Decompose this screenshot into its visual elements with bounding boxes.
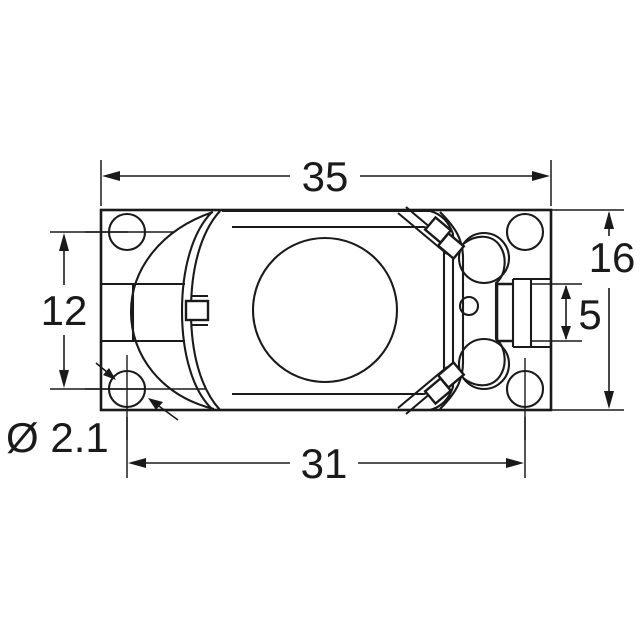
right-lower-boss-hole [457, 337, 511, 391]
arrow-right [532, 171, 550, 181]
mounting-hole-bottom-right [505, 369, 545, 409]
clamp-ring-right-outer [439, 211, 465, 410]
leader-arrow-upper [103, 368, 116, 380]
left-latch-block-group [184, 294, 210, 327]
dimension-tab-height: 5 [530, 283, 602, 342]
arrow-right [506, 458, 524, 468]
body-outer-rectangle [99, 208, 553, 412]
arrow-bottom [604, 391, 614, 409]
dim-label-12: 12 [41, 287, 88, 334]
clamp-ring-outer [180, 210, 465, 411]
dimension-overall-height: 16 [551, 209, 636, 411]
dimension-overall-width: 35 [100, 153, 552, 206]
right-boss-cluster [457, 231, 511, 391]
clamp-ring-left-outer [180, 211, 213, 410]
dim-label-16: 16 [589, 234, 636, 281]
lower-latch-block-2 [436, 360, 466, 390]
upper-right-latch-group [397, 206, 466, 261]
mounting-hole-top-right [505, 212, 545, 252]
diameter-leader-group: Ø 2.1 [6, 362, 179, 461]
upper-latch-block-2 [436, 231, 466, 261]
dimension-hole-pitch-vertical: 12 [41, 231, 145, 390]
dim-label-5: 5 [578, 291, 601, 338]
arrow-left [128, 458, 146, 468]
right-upper-boss-hole [457, 231, 511, 285]
arrow-bottom [59, 370, 69, 388]
arrow-top [604, 211, 614, 229]
arrow-top [59, 233, 69, 251]
arrow-top [561, 285, 571, 299]
dim-label-31: 31 [301, 440, 348, 487]
arrow-bottom [561, 326, 571, 340]
dimension-hole-pitch-horizontal: 31 [126, 417, 526, 487]
center-bore-circle [251, 236, 399, 384]
right-side-tab-group [495, 277, 551, 349]
leader-arrow-lower [148, 398, 163, 410]
inner-housing-inner-outline [232, 225, 446, 396]
mounting-hole-top-left [107, 212, 147, 252]
small-pin-hole [458, 295, 480, 317]
mounting-hole-bottom-left [107, 369, 147, 409]
lower-right-latch-group [397, 360, 466, 415]
left-notch-group [101, 282, 185, 343]
left-latch-block [184, 299, 210, 322]
arrow-left [102, 171, 120, 181]
right-arm-outline [462, 235, 506, 387]
tab-outer-notch [495, 282, 513, 343]
inner-housing-outline [222, 209, 455, 412]
dim-label-35: 35 [302, 153, 349, 200]
dim-label-diameter: Ø 2.1 [6, 414, 109, 461]
left-shell-arc [129, 211, 215, 411]
